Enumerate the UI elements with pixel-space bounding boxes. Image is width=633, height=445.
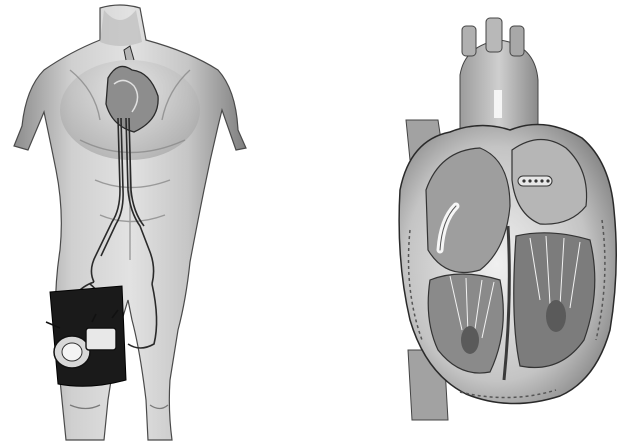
perforated-cannula — [518, 176, 552, 186]
figure-panel-torso — [0, 0, 270, 445]
figure-panel-heart — [370, 0, 633, 445]
torso-illustration — [0, 0, 270, 445]
heart-cutaway-illustration — [370, 0, 633, 445]
